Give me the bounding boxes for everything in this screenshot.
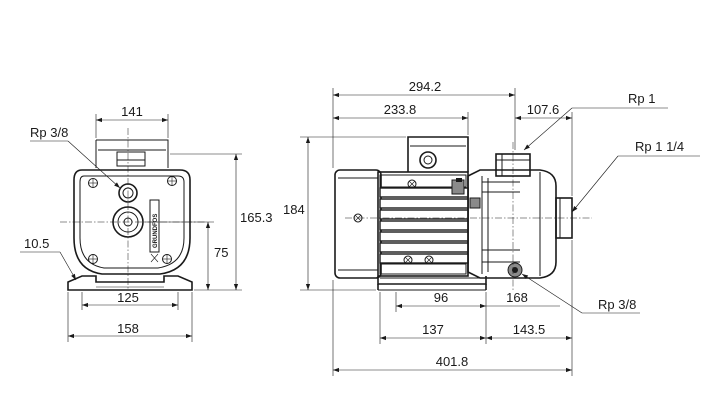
dim-184: 184 <box>283 202 305 217</box>
bolt-icon <box>162 254 172 264</box>
dim-294-2: 294.2 <box>409 79 442 94</box>
label-rp1: Rp 1 <box>628 91 655 106</box>
side-view: 294.2 233.8 107.6 184 96 168 137 143.5 <box>283 79 700 376</box>
front-pump-body <box>73 169 191 275</box>
cable-entry-icon <box>419 151 437 169</box>
front-logo: GRUNDFOS <box>153 214 159 248</box>
dim-10-5: 10.5 <box>24 236 49 251</box>
screw-icon <box>403 255 413 265</box>
dim-168: 168 <box>506 290 528 305</box>
front-foot <box>67 275 193 291</box>
dim-165-3: 165.3 <box>240 210 273 225</box>
dim-233-8: 233.8 <box>384 102 417 117</box>
motor-fan-cover <box>334 169 382 279</box>
dim-141: 141 <box>121 104 143 119</box>
side-drain-plug-icon <box>507 262 523 278</box>
screw-icon <box>424 255 434 265</box>
label-front-rp38: Rp 3/8 <box>30 125 68 140</box>
dim-125: 125 <box>117 290 139 305</box>
dim-143-5: 143.5 <box>513 322 546 337</box>
bolt-icon <box>88 178 98 188</box>
motor-fins <box>379 187 469 275</box>
dim-401-8: 401.8 <box>436 354 469 369</box>
dim-107-6: 107.6 <box>527 102 560 117</box>
front-view: GRUNDFOS 141 165.3 75 10.5 125 <box>20 104 273 342</box>
dim-158: 158 <box>117 321 139 336</box>
label-rp114: Rp 1 1/4 <box>635 139 684 154</box>
label-side-rp38: Rp 3/8 <box>598 297 636 312</box>
bolt-icon <box>88 254 98 264</box>
bolt-icon <box>167 176 177 186</box>
screw-icon <box>407 179 417 189</box>
dim-96: 96 <box>434 290 448 305</box>
dim-137: 137 <box>422 322 444 337</box>
pump-head <box>467 169 557 279</box>
side-base <box>377 276 487 285</box>
terminal-box <box>407 136 469 172</box>
dim-75: 75 <box>214 245 228 260</box>
